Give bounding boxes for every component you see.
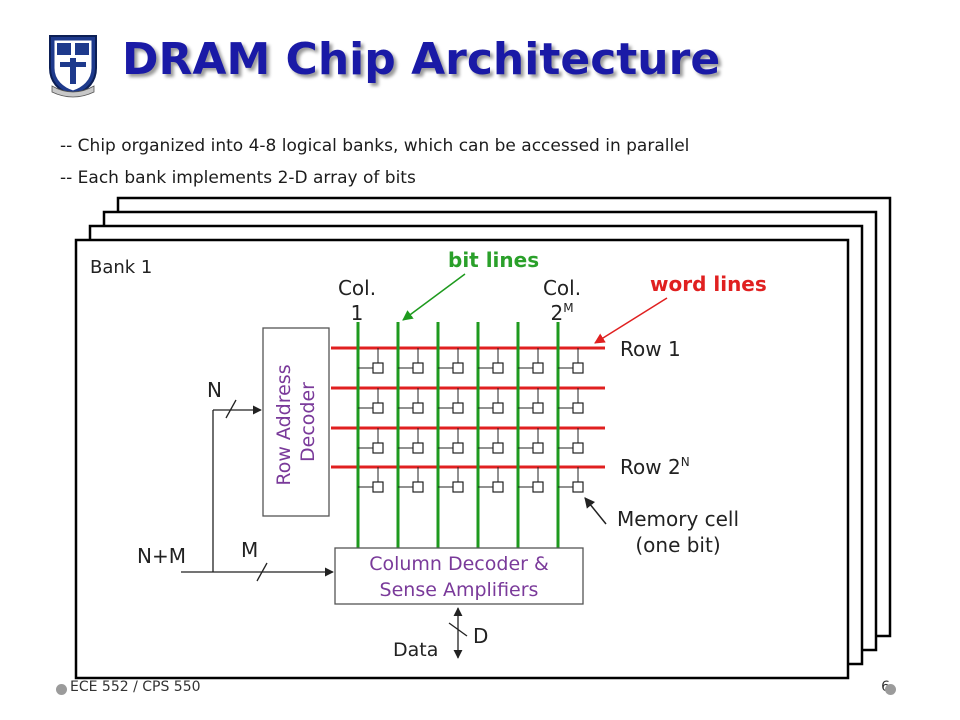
memory-cell xyxy=(518,388,544,414)
cell-square xyxy=(412,481,424,493)
col1-label-top: Col. xyxy=(338,276,376,300)
n-bus-slash xyxy=(225,399,237,419)
memory-cell xyxy=(398,388,424,414)
memory-cell xyxy=(398,467,424,493)
bit-lines-pointer-arrow xyxy=(402,273,466,321)
memory-cell xyxy=(518,348,544,374)
memory-cell-label-line2: (one bit) xyxy=(635,533,720,557)
data-label: Data xyxy=(393,639,438,661)
cell-square xyxy=(572,442,584,454)
memory-cell xyxy=(358,428,384,454)
cell-square xyxy=(452,402,464,414)
memory-cell xyxy=(438,388,464,414)
memory-cell xyxy=(558,428,584,454)
memory-cell xyxy=(558,388,584,414)
col1-label-bottom: 1 xyxy=(351,301,364,325)
bullet-list: -- Chip organized into 4-8 logical banks… xyxy=(60,130,689,194)
cell-square xyxy=(532,442,544,454)
memory-cell xyxy=(558,348,584,374)
cell-square xyxy=(492,362,504,374)
memory-cell xyxy=(518,467,544,493)
footer-bullet-right xyxy=(885,684,896,695)
cell-square xyxy=(532,362,544,374)
memory-cell xyxy=(478,467,504,493)
footer-bullet-left xyxy=(56,684,67,695)
footer-course: ECE 552 / CPS 550 xyxy=(70,679,201,695)
cell-square xyxy=(572,481,584,493)
row-address-decoder-label: Row Address Decoder xyxy=(273,358,319,485)
cell-square xyxy=(492,481,504,493)
cell-square xyxy=(572,362,584,374)
cell-square xyxy=(412,442,424,454)
memory-cell-label-line1: Memory cell xyxy=(617,507,739,531)
cell-square xyxy=(452,442,464,454)
rowN-label: Row 2N xyxy=(620,455,690,479)
cell-square xyxy=(412,362,424,374)
memory-cell xyxy=(478,428,504,454)
colM-label-sup: M xyxy=(563,301,573,315)
colM-label-base: 2 xyxy=(550,301,563,325)
column-decoder-box xyxy=(334,547,584,605)
nm-label: N+M xyxy=(137,544,186,568)
slide-title: DRAM Chip Architecture xyxy=(122,34,721,85)
row-decoder-line2: Decoder xyxy=(297,382,319,462)
cell-square xyxy=(372,481,384,493)
cell-square xyxy=(372,442,384,454)
colM-label-top: Col. xyxy=(543,276,581,300)
cell-square xyxy=(412,402,424,414)
row-address-decoder-box xyxy=(262,327,330,517)
rowN-label-sup: N xyxy=(681,455,690,469)
memory-cell xyxy=(558,467,584,493)
bullet-item: -- Chip organized into 4-8 logical banks… xyxy=(60,136,690,156)
cell-square xyxy=(372,362,384,374)
cell-square xyxy=(492,402,504,414)
row1-label: Row 1 xyxy=(620,337,681,361)
memory-cell xyxy=(358,467,384,493)
n-label: N xyxy=(207,378,222,402)
m-label: M xyxy=(241,538,258,562)
rowN-label-base: Row 2 xyxy=(620,455,681,479)
bit-lines-label: bit lines xyxy=(448,248,539,272)
memory-cell xyxy=(478,348,504,374)
memory-cell xyxy=(358,388,384,414)
memory-cell-pointer xyxy=(584,497,607,525)
bank-frame-front xyxy=(74,238,850,680)
memory-cell xyxy=(438,467,464,493)
memory-cell xyxy=(398,428,424,454)
d-label: D xyxy=(473,624,488,648)
bullet-item: -- Each bank implements 2-D array of bit… xyxy=(60,168,416,188)
memory-cell xyxy=(438,348,464,374)
memory-cell xyxy=(358,348,384,374)
cell-square xyxy=(452,362,464,374)
row-decoder-line1: Row Address xyxy=(273,364,295,485)
duke-shield-logo xyxy=(49,35,97,98)
memory-cell xyxy=(438,428,464,454)
memory-cell-grid xyxy=(358,348,584,493)
cell-square xyxy=(492,442,504,454)
colM-label-bottom: 2M xyxy=(550,301,573,325)
data-bus-slash xyxy=(448,622,468,637)
memory-cell xyxy=(398,348,424,374)
cell-square xyxy=(532,481,544,493)
cell-square xyxy=(372,402,384,414)
word-lines-pointer-arrow xyxy=(594,297,668,344)
bit-lines xyxy=(356,322,560,548)
cell-square xyxy=(572,402,584,414)
bank-label: Bank 1 xyxy=(90,257,152,278)
memory-cell xyxy=(518,428,544,454)
column-decoder-line1: Column Decoder & xyxy=(369,553,549,575)
memory-cell xyxy=(478,388,504,414)
cell-square xyxy=(532,402,544,414)
cell-square xyxy=(452,481,464,493)
word-lines-label: word lines xyxy=(650,272,767,296)
m-bus-slash xyxy=(256,562,268,582)
column-decoder-line2: Sense Amplifiers xyxy=(380,579,539,601)
